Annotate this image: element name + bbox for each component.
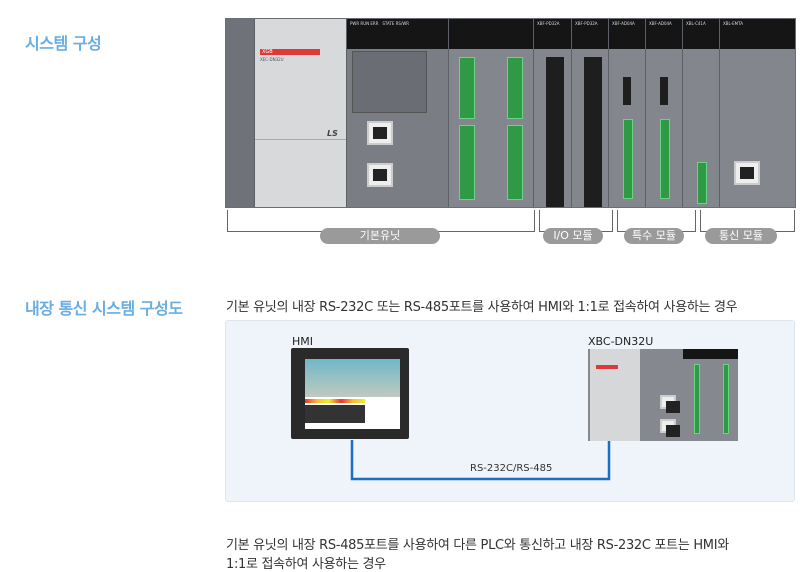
plc-label: XBC-DN32U (588, 335, 654, 348)
module-label: XBF-AD04A (646, 19, 682, 49)
plc-system-image: XGB XEC-DN32U LS PWR RUN ERR STATE RS/WR… (225, 18, 796, 208)
led-labels-left: PWR RUN ERR (350, 21, 379, 26)
module-label: XBF-PD32A (572, 19, 608, 49)
case2-line2: 1:1로 접속하여 사용하는 경우 (226, 557, 386, 572)
model-label: XEC-DN32U (260, 57, 284, 62)
hmi-label: HMI (292, 335, 314, 348)
cpu-front-cover: XGB XEC-DN32U LS (254, 19, 346, 207)
case1-description: 기본 유닛의 내장 RS-232C 또는 RS-485포트를 사용하여 HMI와… (226, 300, 738, 315)
cable-label: RS-232C/RS-485 (470, 463, 553, 474)
led-labels-right: STATE RS/WR (382, 21, 410, 26)
brand-label: XGB (260, 49, 320, 55)
section-title-comm: 내장 통신 시스템 구성도 (25, 299, 183, 318)
ethernet-port (367, 121, 393, 145)
ethernet-port (367, 163, 393, 187)
module-label: XBL-C41A (683, 19, 719, 49)
xbc-plc-image (588, 349, 738, 441)
group-label-io: I/O 모듈 (543, 228, 603, 244)
module-label: XBL-EMTA (720, 19, 795, 49)
ethernet-port (734, 161, 760, 185)
section-title-system: 시스템 구성 (25, 34, 102, 53)
case2-line1: 기본 유닛의 내장 RS-485포트를 사용하여 다른 PLC와 통신하고 내장… (226, 538, 729, 553)
hmi-device-image (291, 348, 409, 439)
group-label-special: 특수 모듈 (624, 228, 684, 244)
group-label-comm: 통신 모듈 (705, 228, 777, 244)
module-label: XBF-AD04A (609, 19, 645, 49)
group-label-base-unit: 기본유닛 (320, 228, 440, 244)
ls-logo: LS (327, 129, 338, 138)
module-label: XBF-PD32A (534, 19, 571, 49)
